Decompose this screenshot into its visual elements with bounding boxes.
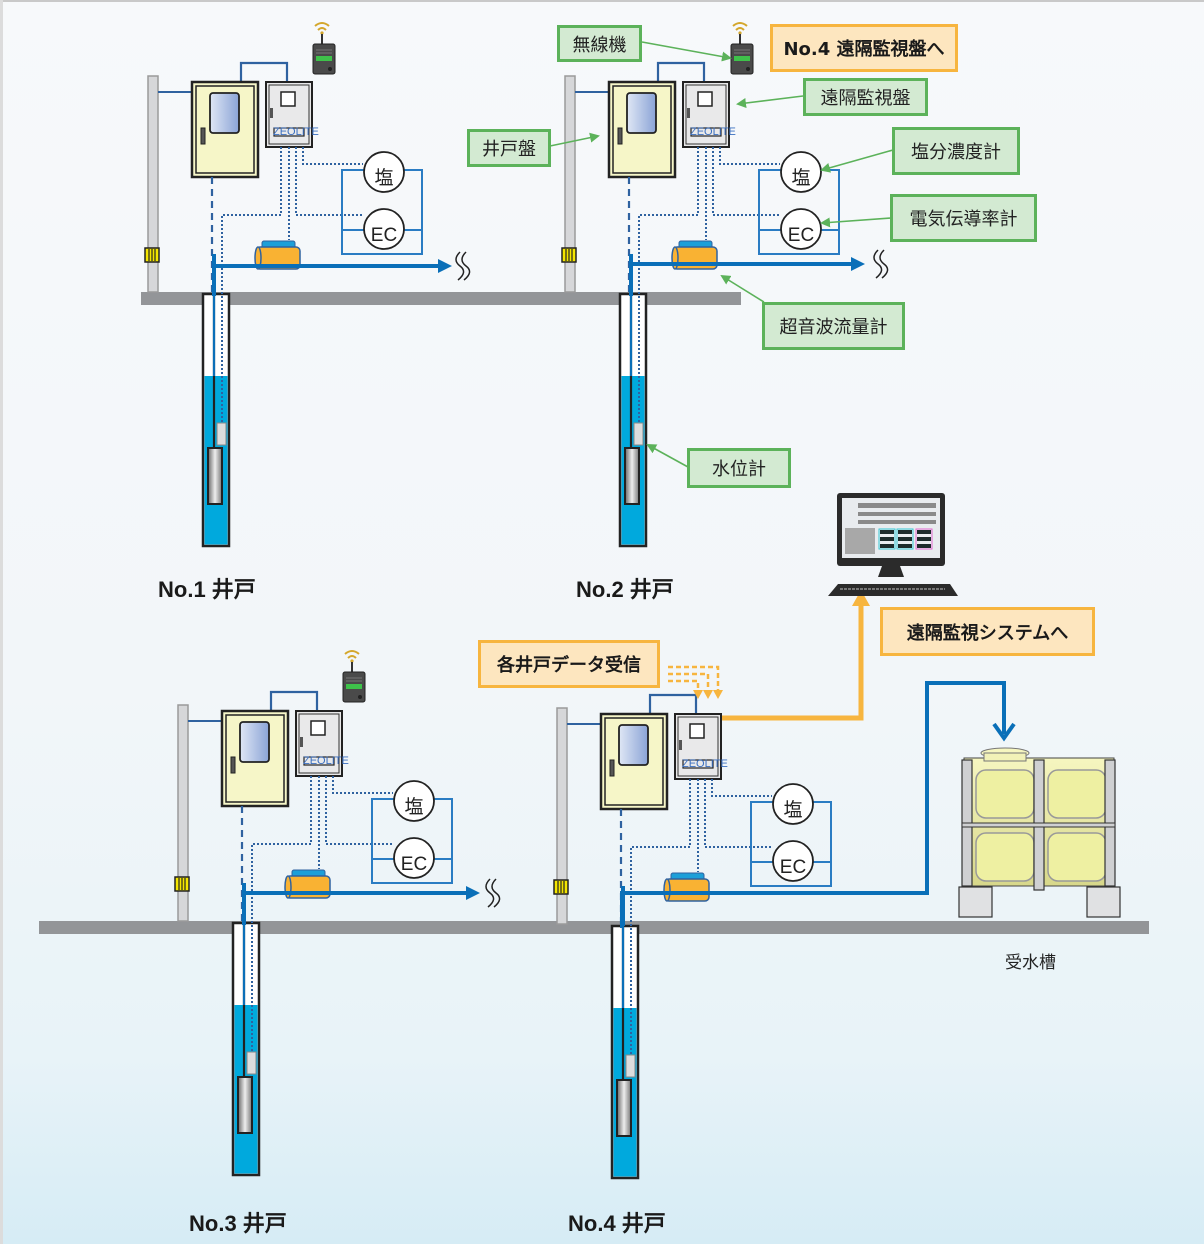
- pipe-arrow-1: [438, 259, 452, 273]
- callout-conductivity-meter: 電気伝導率計: [890, 194, 1037, 242]
- supply-pipe-to-tank: [620, 681, 1006, 928]
- ec-meter-symbol: EC: [401, 854, 427, 875]
- callout-well-panel: 井戸盤: [467, 129, 551, 167]
- well-unit-4: [552, 693, 833, 1180]
- pipe-arrow-3: [466, 886, 480, 900]
- meter-labels: 塩 EC 塩 EC 塩 EC 塩 EC: [371, 167, 814, 878]
- pipe-break-icon-1: [455, 251, 471, 281]
- pipe-break-icon-3: [485, 878, 501, 908]
- salt-meter-symbol: 塩: [783, 799, 802, 821]
- radio-icon: [312, 22, 336, 75]
- callout-salinity-meter-text: 塩分濃度計: [911, 142, 1001, 163]
- page-border-top: [0, 0, 1204, 2]
- discharge-pipe-1: [212, 264, 445, 296]
- callout-data-receive-text: 各井戸データ受信: [497, 655, 641, 676]
- callout-radio: 無線機: [557, 25, 642, 62]
- tank-inlet-arrow: [992, 722, 1016, 742]
- ground-upper: [141, 292, 741, 305]
- callout-well-panel-text: 井戸盤: [482, 139, 536, 160]
- data-line-to-system: [722, 603, 864, 721]
- discharge-pipe-2: [629, 262, 858, 296]
- ground-lower: [39, 921, 1149, 934]
- callout-salinity-meter: 塩分濃度計: [892, 127, 1020, 175]
- callout-radio-text: 無線機: [572, 34, 627, 56]
- discharge-pipe-3: [242, 891, 473, 925]
- salt-meter-symbol: 塩: [791, 167, 810, 189]
- pipe-arrow-2: [851, 257, 865, 271]
- well-title-3: No.3 井戸: [189, 1211, 287, 1236]
- callout-water-level-meter-text: 水位計: [712, 459, 766, 480]
- well-title-1: No.1 井戸: [158, 577, 256, 602]
- callout-remote-panel: 遠隔監視盤: [803, 78, 928, 116]
- callout-to-monitoring-system: 遠隔監視システムへ: [880, 607, 1095, 656]
- callout-water-level-meter: 水位計: [687, 448, 791, 488]
- page-border-left: [0, 0, 3, 1244]
- callout-data-receive: 各井戸データ受信: [478, 640, 660, 688]
- pipe-break-icon-2: [873, 249, 889, 279]
- radio-icon: [730, 22, 754, 75]
- callout-leaders: [549, 41, 894, 468]
- callout-to-monitoring-system-text: 遠隔監視システムへ: [906, 622, 1069, 644]
- radio-icon: [342, 650, 366, 703]
- callout-to-no4-panel: No.4 遠隔監視盤へ: [770, 24, 958, 72]
- ec-meter-symbol: EC: [371, 225, 397, 246]
- incoming-data-arrowheads: [693, 690, 723, 699]
- callout-flow-meter-text: 超音波流量計: [779, 317, 888, 338]
- callout-conductivity-meter-text: 電気伝導率計: [909, 209, 1018, 230]
- water-tank-icon: [958, 747, 1121, 918]
- ec-meter-symbol: EC: [780, 857, 806, 878]
- incoming-data-arrows: [668, 665, 720, 690]
- callout-flow-meter: 超音波流量計: [762, 302, 905, 350]
- salt-meter-symbol: 塩: [404, 796, 423, 818]
- ec-meter-symbol: EC: [788, 225, 814, 246]
- data-line-arrow: [852, 590, 870, 606]
- monitoring-pc-icon: [828, 493, 958, 596]
- water-tank-label: 受水槽: [1005, 953, 1056, 973]
- well-title-2: No.2 井戸: [576, 577, 674, 602]
- well-title-4: No.4 井戸: [568, 1211, 666, 1236]
- salt-meter-symbol: 塩: [374, 167, 393, 189]
- callout-remote-panel-text: 遠隔監視盤: [820, 88, 911, 109]
- callout-to-no4-panel-text: No.4 遠隔監視盤へ: [783, 39, 945, 60]
